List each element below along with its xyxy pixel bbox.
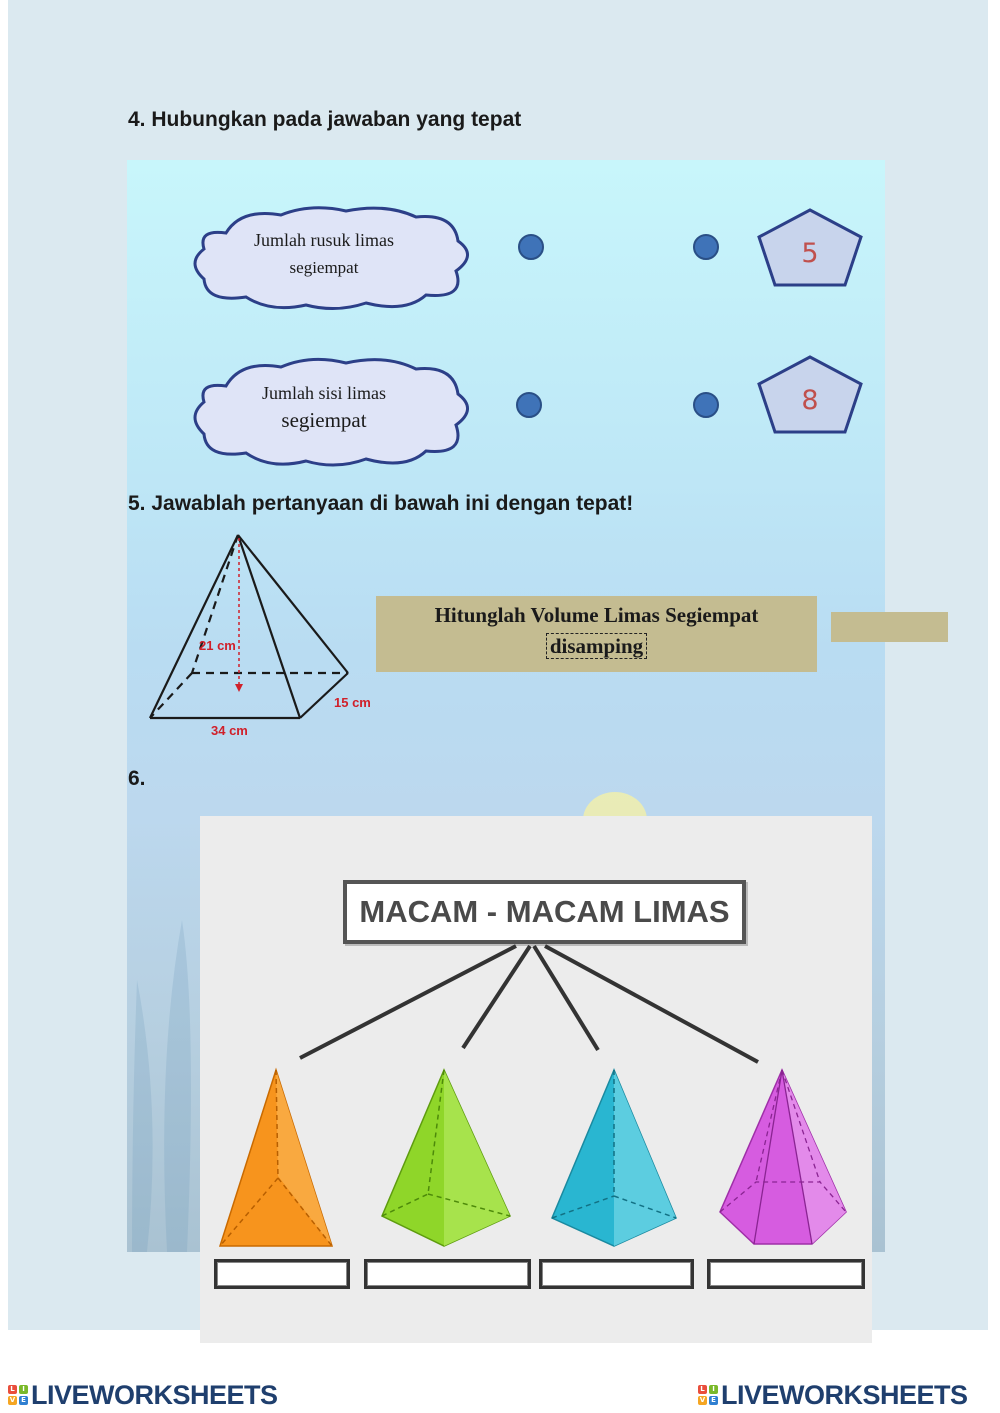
logo-letter-2: I [709, 1385, 718, 1394]
liveworksheets-logo-icon: L I V E [8, 1385, 28, 1405]
match-right-item-2: 8 [801, 385, 819, 416]
liveworksheets-logo-icon: L I V E [698, 1385, 718, 1405]
pyramid-type-answer-1 [214, 1259, 350, 1289]
logo-letter-1: L [8, 1385, 17, 1394]
logo-letter-2: I [19, 1385, 28, 1394]
pyramid-type-answer-3 [539, 1259, 694, 1289]
liveworksheets-logo-right: L I V E LIVEWORKSHEETS [698, 1378, 968, 1412]
question-4-title: 4. Hubungkan pada jawaban yang tepat [128, 108, 522, 131]
liveworksheets-logo-left: L I V E LIVEWORKSHEETS [8, 1378, 278, 1412]
triangular-pyramid-orange [218, 1067, 334, 1247]
pyramid-figure [149, 534, 349, 720]
question-6-title: 6. [128, 767, 146, 790]
cloud-shape-2 [193, 357, 469, 467]
match-left-item-1: Jumlah rusuk limas segiempat [212, 227, 436, 281]
match-dot-right-1[interactable] [693, 234, 719, 260]
pyramid-type-answer-input-1[interactable] [217, 1262, 347, 1286]
pyramid-type-answer-4 [707, 1259, 865, 1289]
figure-height-label: 21 cm [199, 638, 236, 653]
match-left-item-2-line2: segiempat [281, 408, 367, 432]
figure-length-label: 34 cm [211, 723, 248, 738]
diagram-connector-lines [299, 944, 759, 1064]
figure-width-label: 15 cm [334, 695, 371, 710]
liveworksheets-brand-text: LIVEWORKSHEETS [721, 1379, 968, 1410]
task-line-2: disamping [545, 633, 648, 659]
cloud-shape-1 [193, 206, 469, 310]
logo-letter-4: E [709, 1396, 718, 1405]
logo-letter-3: V [698, 1396, 707, 1405]
logo-letter-3: V [8, 1396, 17, 1405]
pentagon-shape-2 [757, 355, 863, 434]
liveworksheets-brand-text: LIVEWORKSHEETS [31, 1379, 278, 1410]
match-dot-left-1[interactable] [518, 234, 544, 260]
pyramid-type-answer-input-3[interactable] [542, 1262, 691, 1286]
square-pyramid-green [381, 1068, 511, 1247]
logo-letter-4: E [19, 1396, 28, 1405]
square-pyramid-blue [551, 1068, 677, 1247]
logo-letter-1: L [698, 1385, 707, 1394]
match-left-item-1-line2: segiempat [289, 258, 359, 277]
task-instruction-box: Hitunglah Volume Limas Segiempat disampi… [376, 596, 817, 672]
match-right-item-1: 5 [801, 238, 819, 269]
hexagonal-pyramid-purple [719, 1068, 847, 1245]
match-dot-left-2[interactable] [516, 392, 542, 418]
match-left-item-2: Jumlah sisi limas segiempat [212, 380, 436, 434]
match-dot-right-2[interactable] [693, 392, 719, 418]
match-left-item-1-line1: Jumlah rusuk limas [254, 230, 394, 250]
match-left-item-2-line1: Jumlah sisi limas [261, 383, 386, 403]
pentagon-shape-1 [757, 208, 863, 287]
volume-answer-input[interactable] [831, 612, 948, 642]
task-line-1: Hitunglah Volume Limas Segiempat [434, 603, 759, 627]
question-5-title: 5. Jawablah pertanyaan di bawah ini deng… [128, 492, 634, 515]
diagram-title: MACAM - MACAM LIMAS [343, 880, 746, 944]
pyramid-type-answer-input-4[interactable] [710, 1262, 862, 1286]
pyramid-type-answer-input-2[interactable] [367, 1262, 528, 1286]
pyramid-type-answer-2 [364, 1259, 531, 1289]
